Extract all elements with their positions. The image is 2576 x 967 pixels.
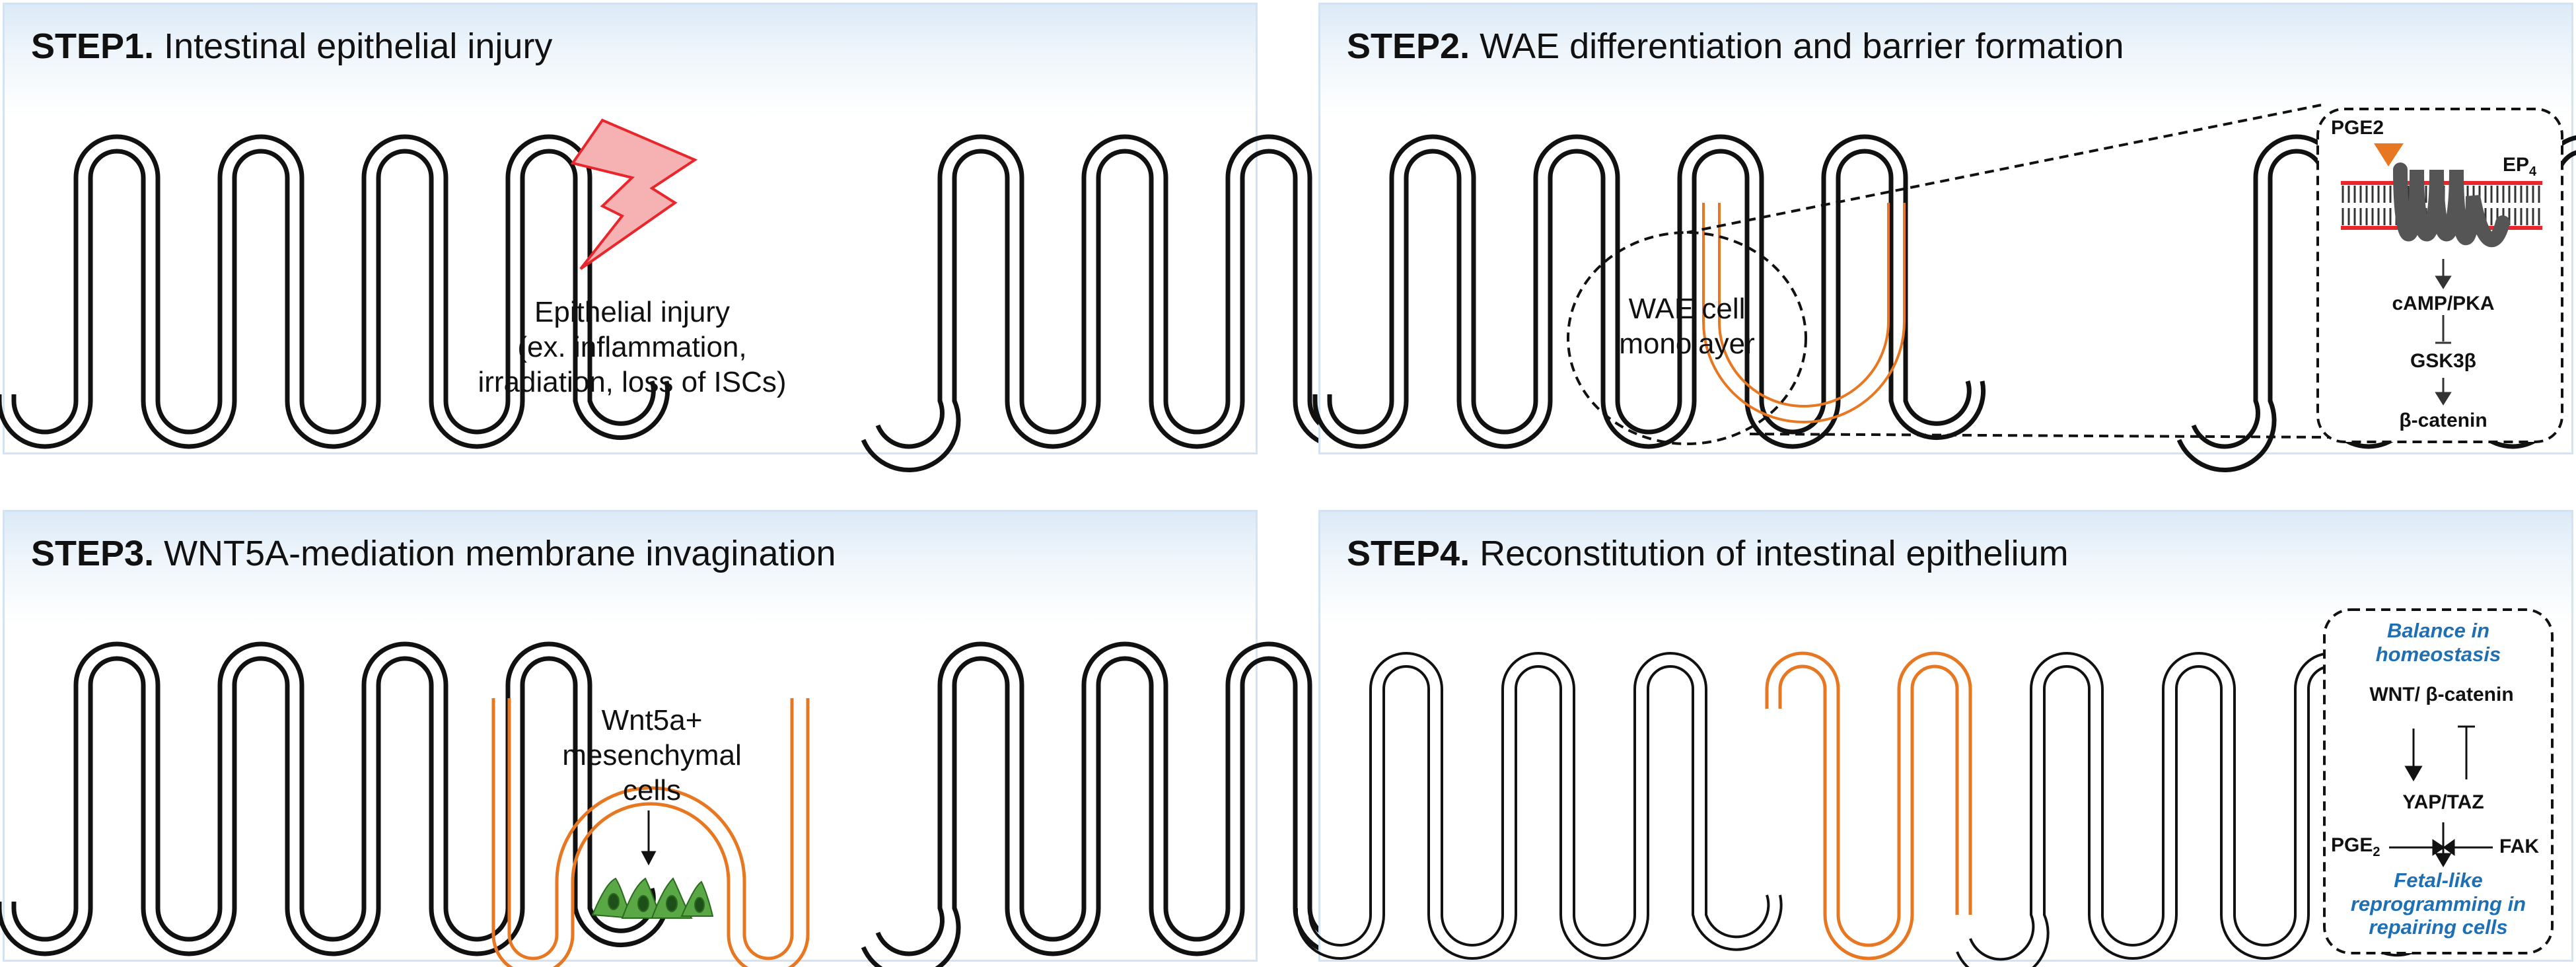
pge2-label: PGE2 (2331, 834, 2380, 859)
injury-label: Epithelial injury (ex. inflammation, irr… (478, 296, 787, 398)
regenerated-villus (1765, 651, 1972, 960)
step4-diagram (1295, 608, 2554, 967)
crypt-villus-left (0, 134, 670, 449)
wnt-label: WNT/ β-catenin (2369, 684, 2514, 705)
crypt-villus-left (1295, 652, 1783, 960)
homeostasis-arrows (2389, 725, 2493, 867)
mesenchymal-cells-icon (591, 877, 714, 919)
wae-label: WAE cell monolayer (1619, 293, 1755, 360)
step2-diagram (1312, 104, 2576, 473)
homeostasis-box (2323, 608, 2554, 954)
step2-title: STEP2. WAE differentiation and barrier f… (1347, 26, 2124, 66)
fetal-like-label: Fetal-like reprogramming in repairing ce… (2350, 869, 2526, 939)
balance-label: Balance in homeostasis (2375, 619, 2501, 666)
pge2-ligand-icon (2374, 143, 2404, 166)
ep4-label: EP4 (2503, 154, 2537, 179)
panel-step3: STEP3. WNT5A-mediation membrane invagina… (0, 510, 1533, 967)
step3-title: STEP3. WNT5A-mediation membrane invagina… (31, 534, 836, 573)
panel-step4: STEP4. Reconstitution of intestinal epit… (1295, 510, 2573, 967)
wae-zoom-circle (1567, 231, 1807, 445)
pge2-label: PGE2 (2331, 117, 2384, 139)
beta-catenin-label: β-catenin (2399, 410, 2487, 431)
ep4-receptor (2393, 162, 2510, 247)
wae-monolayer (1702, 203, 1906, 423)
panel-step2: STEP2. WAE differentiation and barrier f… (1312, 3, 2576, 473)
panel-step1: STEP1. Intestinal epithelial injury Epit… (0, 3, 1533, 473)
camp-label: cAMP/PKA (2392, 293, 2495, 314)
pointer-arrow (641, 810, 657, 866)
crypt-villus-left (1312, 134, 1986, 449)
step3-diagram (0, 641, 1533, 967)
crypt-villus-left (0, 641, 670, 956)
pathway-arrows (2435, 259, 2452, 406)
fak-label: FAK (2499, 836, 2539, 857)
wnt5a-label: Wnt5a+ mesenchymal cells (562, 704, 742, 806)
yap-taz-label: YAP/TAZ (2402, 791, 2484, 813)
zoom-line-bottom (1749, 433, 2332, 439)
step1-title: STEP1. Intestinal epithelial injury (31, 26, 553, 66)
invaginating-epithelium (491, 698, 810, 967)
lightning-bolt-icon (570, 118, 698, 270)
zoom-line-top (1686, 104, 2322, 234)
gsk-label: GSK3β (2410, 350, 2476, 372)
step4-title: STEP4. Reconstitution of intestinal epit… (1347, 534, 2069, 573)
